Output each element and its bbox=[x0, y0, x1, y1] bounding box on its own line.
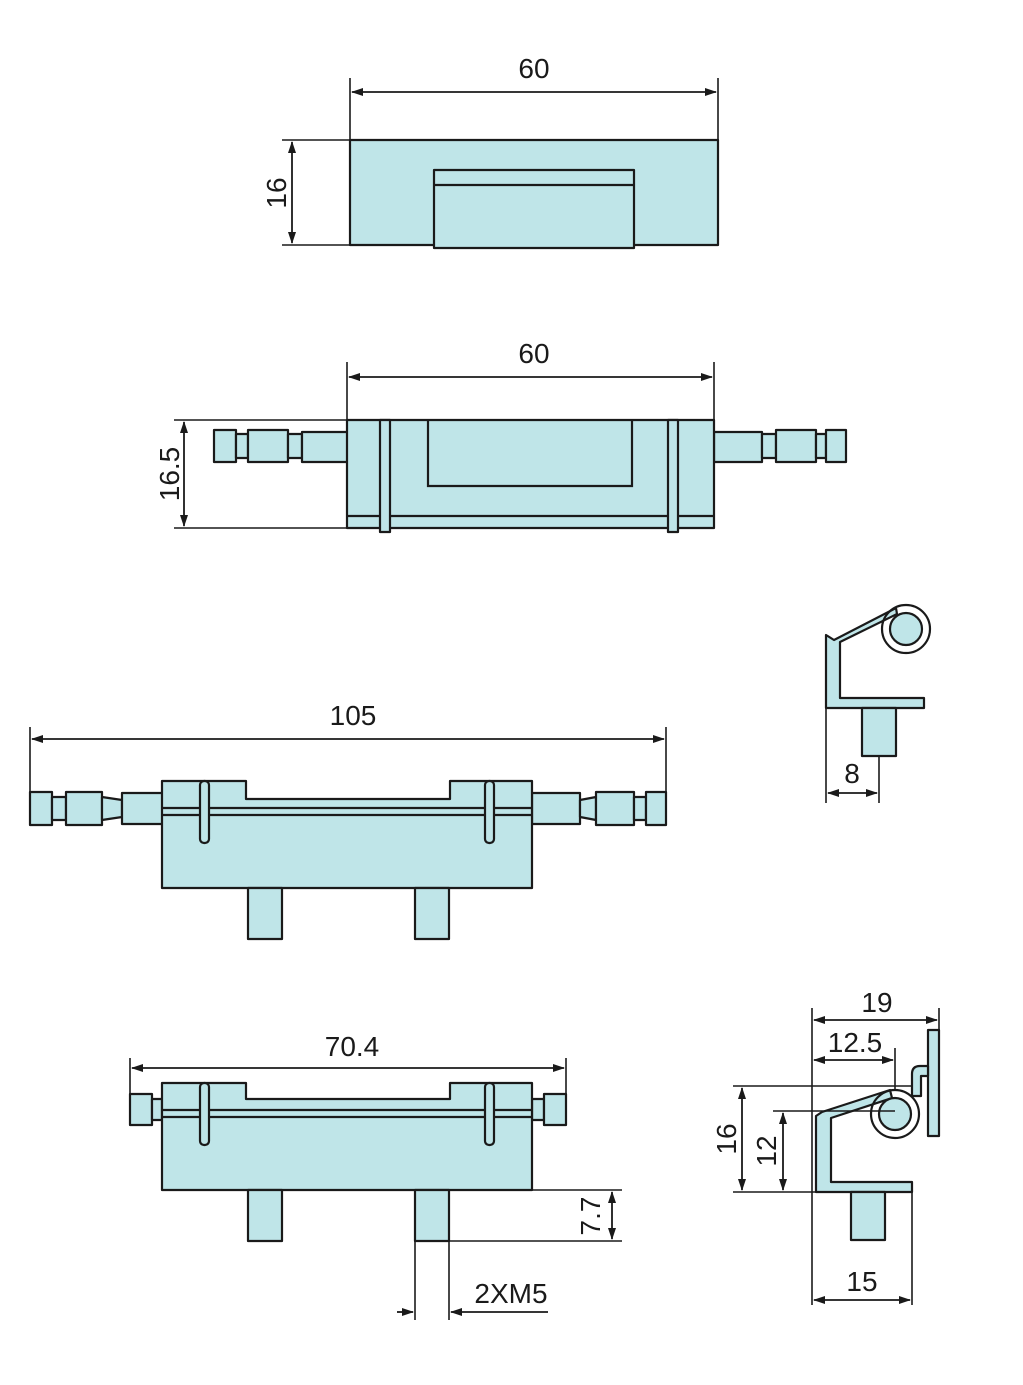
long-length-label: 105 bbox=[330, 700, 377, 731]
long-left-pin-tip bbox=[28, 790, 54, 827]
long-right-pin-shaft bbox=[530, 791, 582, 826]
side-b-plate bbox=[926, 1028, 941, 1138]
side-b-bracket bbox=[814, 1088, 914, 1194]
long-view: 105 bbox=[28, 700, 668, 941]
side-b-pin bbox=[849, 1190, 887, 1242]
short-length-label: 70.4 bbox=[325, 1031, 380, 1062]
long-left-pin-shaft bbox=[120, 791, 166, 826]
short-view: 70.4 7.7 2XM5 bbox=[128, 1031, 622, 1320]
top-view-handle bbox=[432, 168, 636, 250]
top-view: 60 16 bbox=[261, 53, 720, 250]
short-right-leg bbox=[413, 1188, 451, 1243]
short-view-body bbox=[160, 1081, 534, 1192]
front-left-pin-shaft bbox=[300, 430, 350, 464]
side-b-base-label: 15 bbox=[846, 1266, 877, 1297]
short-thread-label: 2XM5 bbox=[474, 1278, 547, 1309]
front-view-body bbox=[345, 418, 716, 530]
front-left-pin-tip bbox=[212, 428, 238, 464]
front-view: 60 16.5 bbox=[154, 338, 848, 534]
side-b-pivot-label: 12.5 bbox=[828, 1027, 883, 1058]
front-height-label: 16.5 bbox=[154, 447, 185, 502]
short-left-pin bbox=[128, 1092, 154, 1127]
side-b-height-label: 16 bbox=[711, 1123, 742, 1154]
long-right-leg bbox=[413, 886, 451, 941]
side-a-offset-label: 8 bbox=[844, 758, 860, 789]
top-height-label: 16 bbox=[261, 177, 292, 208]
short-right-pin bbox=[542, 1092, 568, 1127]
long-right-pin-tip bbox=[644, 790, 668, 827]
side-b-pivot-height-label: 12 bbox=[751, 1135, 782, 1166]
side-view-b: 19 12.5 16 12 15 bbox=[711, 987, 941, 1305]
side-a-bracket bbox=[824, 606, 926, 710]
front-right-pin-tip bbox=[824, 428, 848, 464]
long-view-body bbox=[160, 779, 534, 890]
top-width-label: 60 bbox=[518, 53, 549, 84]
front-right-pin-shaft bbox=[712, 430, 764, 464]
short-left-leg bbox=[246, 1188, 284, 1243]
short-pin-length-label: 7.7 bbox=[575, 1197, 606, 1236]
side-a-pin bbox=[860, 706, 898, 758]
side-b-hinge-eye bbox=[877, 1096, 913, 1132]
side-a-hinge-eye bbox=[888, 611, 924, 647]
front-width-label: 60 bbox=[518, 338, 549, 369]
side-view-a: 8 bbox=[824, 603, 932, 803]
long-left-leg bbox=[246, 886, 284, 941]
side-b-width-label: 19 bbox=[861, 987, 892, 1018]
